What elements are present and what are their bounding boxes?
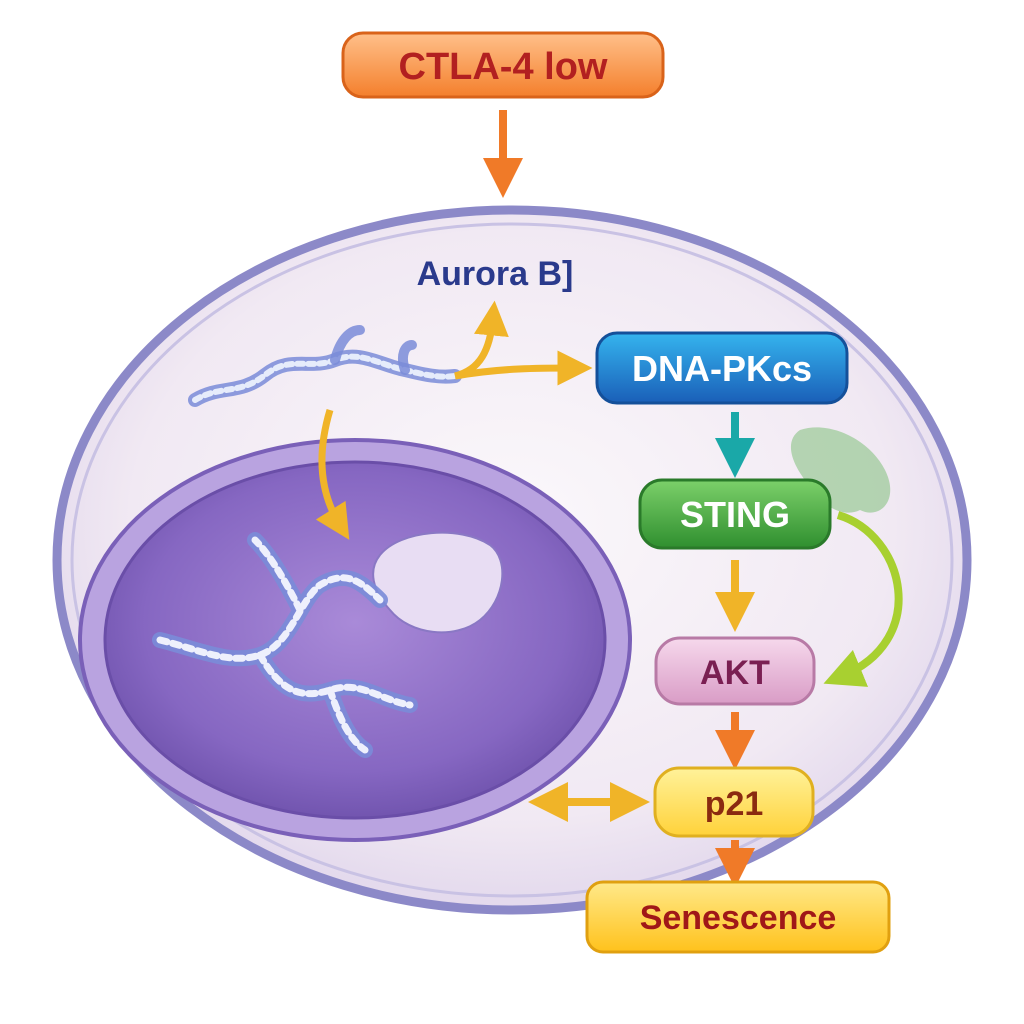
aurora-b-label: Aurora B] bbox=[417, 255, 574, 293]
node-sting: STING bbox=[638, 478, 832, 550]
nuclear-chromatin-core bbox=[156, 536, 414, 754]
node-senescence: Senescence bbox=[585, 880, 891, 954]
senescence-label: Senescence bbox=[640, 899, 837, 937]
p21-label: p21 bbox=[705, 785, 764, 823]
sting-label: STING bbox=[680, 494, 790, 535]
node-dna-pkcs: DNA-PKcs bbox=[595, 331, 849, 405]
ctla4-label: CTLA-4 low bbox=[399, 46, 608, 88]
akt-label: AKT bbox=[700, 654, 770, 692]
arrow-dna-to-dnapkcs bbox=[454, 350, 593, 386]
node-p21: p21 bbox=[653, 766, 815, 838]
arrow-dna-to-nucleus bbox=[315, 408, 350, 540]
node-ctla4-low: CTLA-4 low bbox=[341, 31, 665, 99]
dna-pkcs-label: DNA-PKcs bbox=[632, 348, 812, 389]
node-akt: AKT bbox=[654, 636, 816, 706]
arrow-sting-to-akt-curved bbox=[823, 511, 903, 687]
cytoplasmic-dna-branch bbox=[330, 325, 417, 375]
arrows bbox=[315, 110, 903, 888]
cell-membrane-inner bbox=[70, 222, 954, 898]
